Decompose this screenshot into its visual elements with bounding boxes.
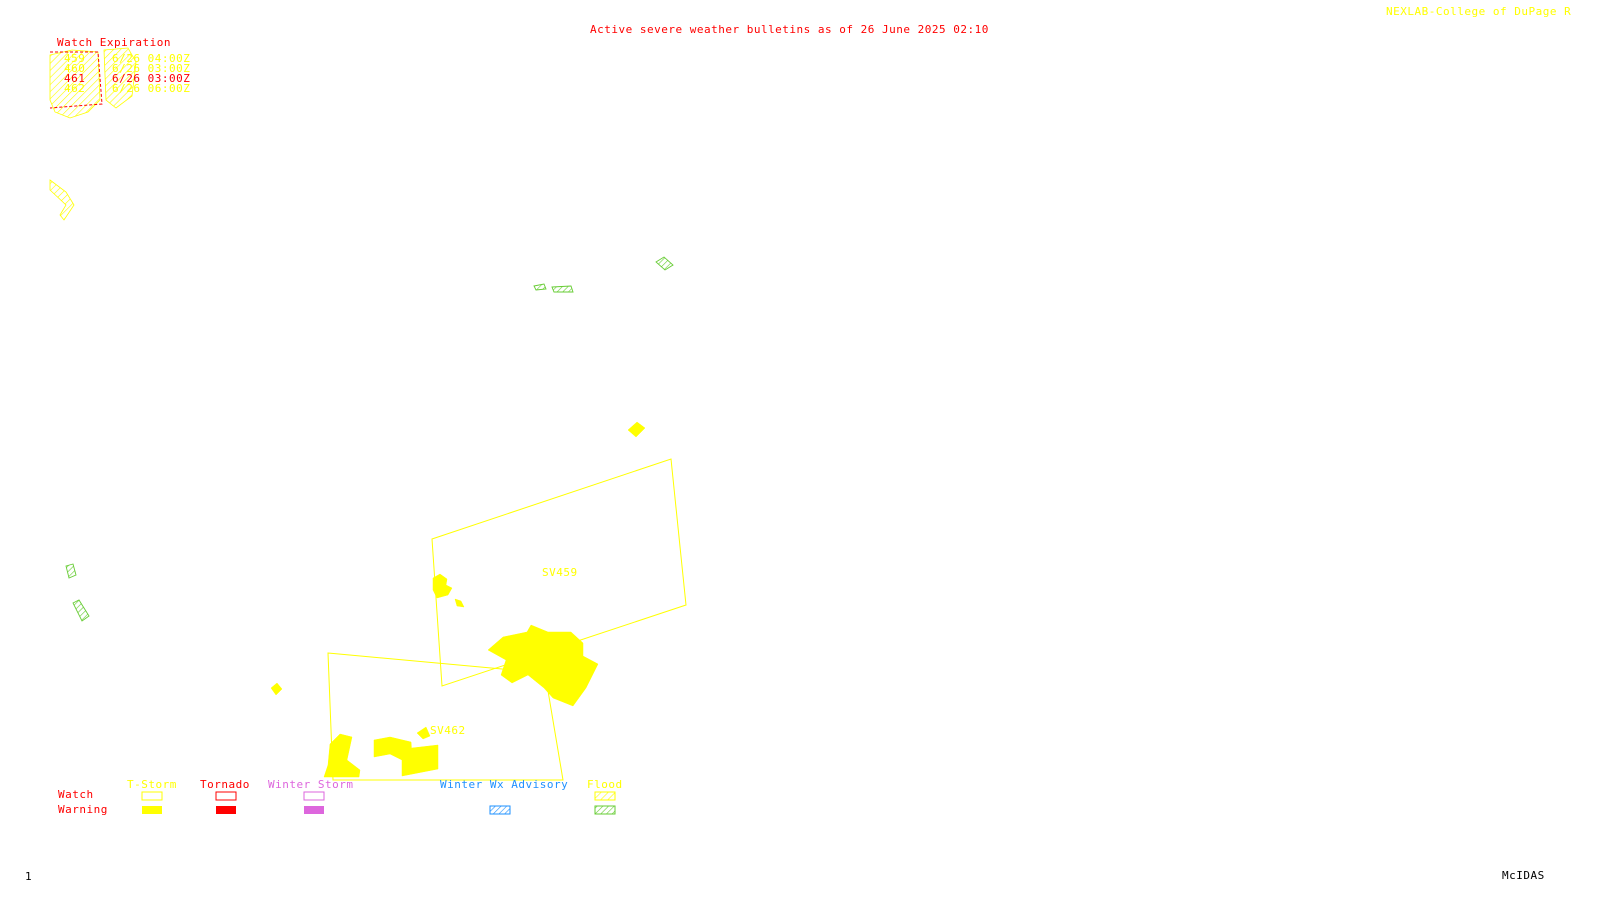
software-label: McIDAS [1502, 869, 1545, 882]
legend-winter-storm-warning-swatch [304, 806, 324, 814]
watch-row-expires: 6/26 03:00Z [112, 72, 190, 85]
legend-row-watch: Watch [58, 788, 94, 801]
flood-warning-areas [65, 256, 674, 622]
legend-tornado-watch-swatch [215, 791, 237, 801]
watch-table-header: Watch Expiration [57, 36, 171, 49]
watch-row-number: 461 [64, 72, 85, 85]
legend-tornado-warning-swatch [216, 806, 236, 814]
source-credit: NEXLAB-College of DuPage R [1386, 5, 1571, 18]
tstorm-warning-areas [270, 421, 646, 778]
watch-row-number: 460 [64, 62, 85, 75]
upper-left-hatched-areas [49, 47, 137, 221]
legend-tstorm-label: T-Storm [127, 778, 177, 791]
legend-winter-storm-watch-swatch [303, 791, 325, 801]
bulletin-title: Active severe weather bulletins as of 26… [590, 23, 989, 36]
legend-flood-watch-swatch [594, 791, 616, 801]
tstorm-watch-outlines [327, 458, 687, 781]
legend: Watch Warning T-Storm Tornado Winter Sto… [58, 778, 623, 816]
watch-462-label: SV462 [430, 724, 466, 737]
legend-flood-warning-swatch [594, 805, 616, 815]
watch-459-label: SV459 [542, 566, 578, 579]
legend-winter-storm-label: Winter Storm [268, 778, 353, 791]
legend-winter-advisory-label: Winter Wx Advisory [440, 778, 568, 791]
watch-row-expires: 6/26 06:00Z [112, 82, 190, 95]
frame-number: 1 [25, 870, 32, 883]
watch-expiration-table: Watch Expiration 459 6/26 04:00Z 460 6/2… [57, 36, 190, 95]
legend-flood-label: Flood [587, 778, 623, 791]
legend-winter-advisory-swatch [489, 805, 511, 815]
legend-tstorm-warning-swatch [142, 806, 162, 814]
legend-tstorm-watch-swatch [141, 791, 163, 801]
legend-tornado-label: Tornado [200, 778, 250, 791]
legend-row-warning: Warning [58, 803, 108, 816]
watch-row-expires: 6/26 03:00Z [112, 62, 190, 75]
watch-row-expires: 6/26 04:00Z [112, 52, 190, 65]
watch-459-outline [431, 458, 687, 687]
watch-row-number: 459 [64, 52, 85, 65]
watch-462-outline [327, 652, 564, 781]
watch-row-number: 462 [64, 82, 85, 95]
